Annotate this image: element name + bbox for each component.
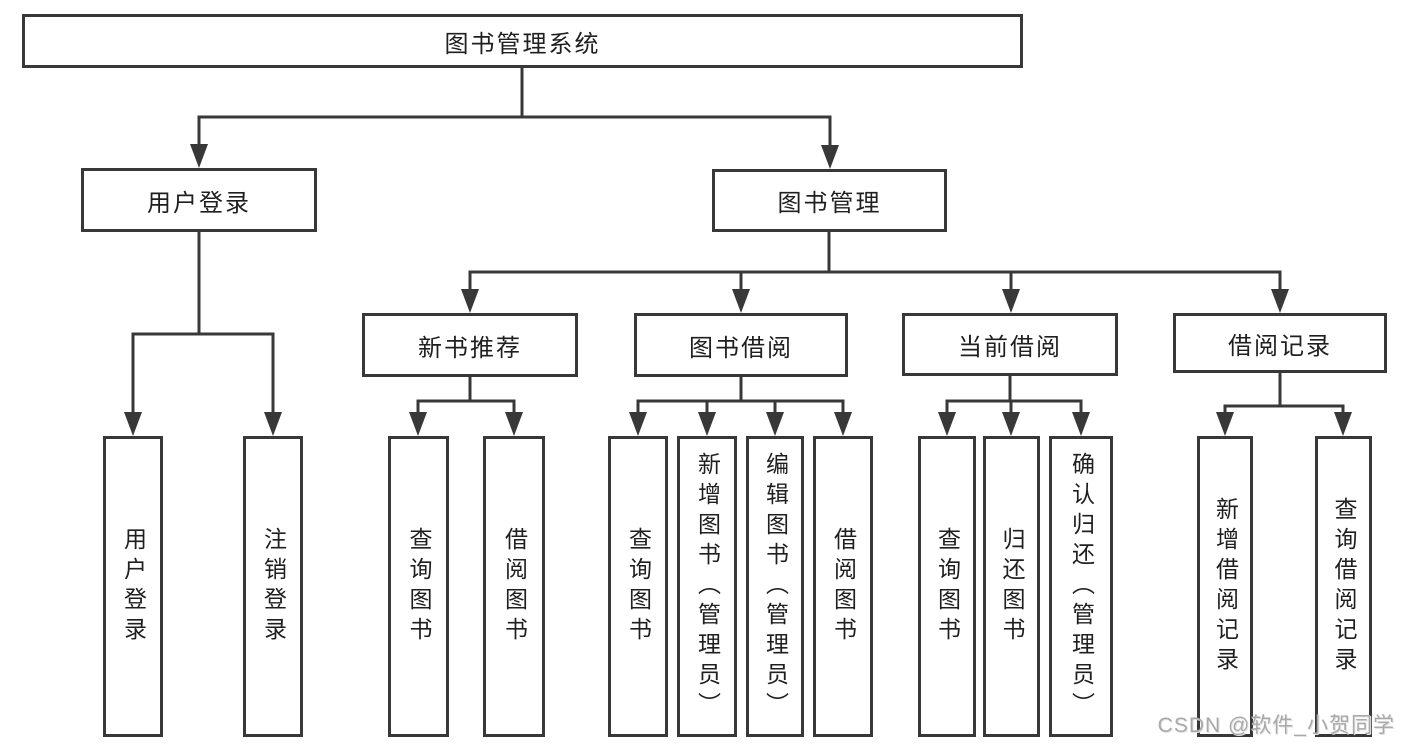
node-current-borrow: 当前借阅 <box>902 313 1118 376</box>
arrow-down-icon <box>505 412 523 436</box>
leaf-logout: 注销登录 <box>243 436 303 737</box>
arrow-down-icon <box>938 412 956 436</box>
arrow-down-icon <box>1002 412 1020 436</box>
arrow-down-icon <box>264 412 282 436</box>
leaf-borrow-add-books-admin: 新增图书（管理员） <box>677 436 737 737</box>
arrow-down-icon <box>1002 289 1020 313</box>
arrow-down-icon <box>698 412 716 436</box>
connector-newbook-rail <box>416 399 516 412</box>
arrow-down-icon <box>409 412 427 436</box>
connector-mgmt-rail <box>468 270 1282 289</box>
arrow-down-icon <box>190 144 208 168</box>
leaf-newbook-borrow-books: 借阅图书 <box>483 436 545 737</box>
leaf-records-query-record: 查询借阅记录 <box>1315 436 1372 737</box>
arrow-down-icon <box>629 412 647 436</box>
connector-root-rail <box>197 115 832 145</box>
leaf-newbook-query-books: 查询图书 <box>388 436 449 737</box>
node-borrow-records: 借阅记录 <box>1173 313 1387 373</box>
arrow-down-icon <box>1216 412 1234 436</box>
arrow-down-icon <box>1072 412 1090 436</box>
node-new-book-recommend: 新书推荐 <box>362 313 578 377</box>
leaf-current-query-books: 查询图书 <box>918 436 976 737</box>
leaf-borrow-query-books: 查询图书 <box>608 436 668 737</box>
arrow-down-icon <box>124 412 142 436</box>
arrow-down-icon <box>766 412 784 436</box>
leaf-current-confirm-return-admin: 确认归还（管理员） <box>1049 436 1113 737</box>
node-book-management: 图书管理 <box>712 169 947 232</box>
connector-login-rail <box>131 332 275 412</box>
connector-borrow-rail <box>636 399 845 412</box>
arrow-down-icon <box>1334 412 1352 436</box>
leaf-records-add-record: 新增借阅记录 <box>1197 436 1253 737</box>
node-library-management-system: 图书管理系统 <box>22 14 1023 68</box>
arrow-down-icon <box>834 412 852 436</box>
watermark: CSDN @软件_小贺同学 <box>1157 714 1395 737</box>
connector-current-rail <box>945 399 1083 412</box>
connector-records-rail <box>1223 404 1345 412</box>
leaf-current-return-books: 归还图书 <box>983 436 1040 737</box>
leaf-borrow-edit-books-admin: 编辑图书（管理员） <box>746 436 804 737</box>
leaf-borrow-borrow-books: 借阅图书 <box>813 436 873 737</box>
node-book-borrow: 图书借阅 <box>634 313 848 377</box>
arrow-down-icon <box>1271 289 1289 313</box>
arrow-down-icon <box>732 289 750 313</box>
node-user-login: 用户登录 <box>81 168 317 232</box>
arrow-down-icon <box>461 289 479 313</box>
arrow-down-icon <box>821 145 839 169</box>
leaf-user-login: 用户登录 <box>103 436 163 737</box>
